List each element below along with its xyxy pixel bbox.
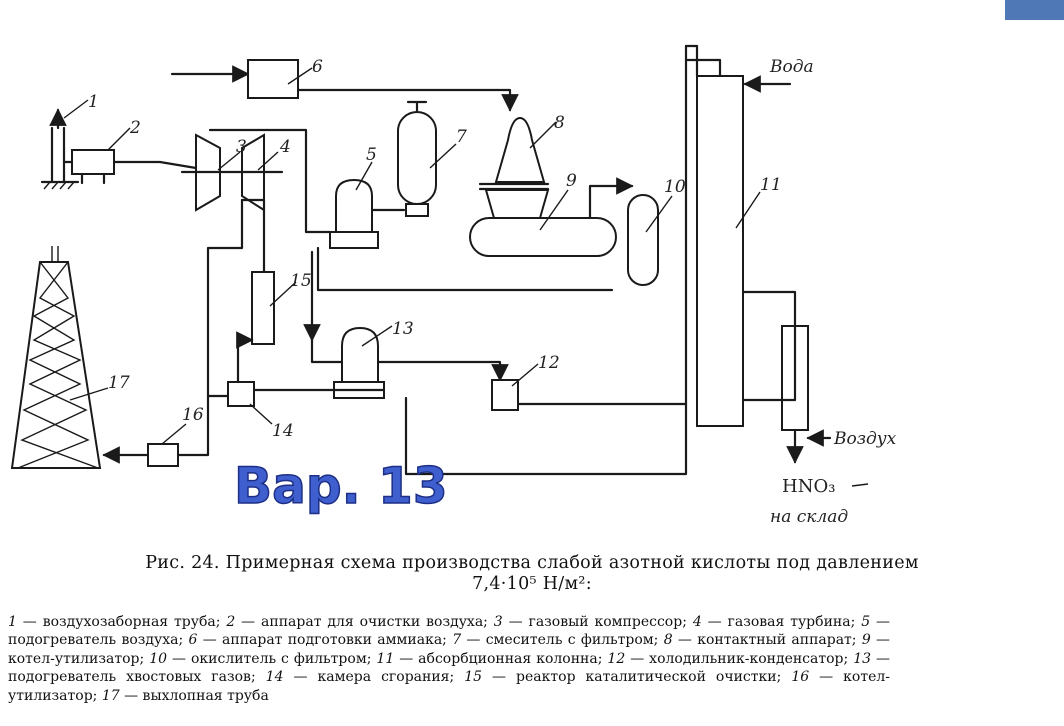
label-13: 13	[392, 319, 414, 339]
product-formula: HNO₃	[782, 476, 835, 497]
air-intake-pipe	[40, 99, 89, 190]
compressor-turbine	[158, 133, 284, 212]
label-8: 8	[554, 113, 565, 133]
label-15: 15	[290, 271, 312, 291]
legend-text-item: — холодильник-конденсатор;	[625, 650, 854, 667]
legend-text-item: — контактный аппарат;	[672, 632, 862, 649]
legend-number: 5	[861, 614, 871, 630]
legend-number: 9	[861, 632, 871, 649]
legend-number: 6	[188, 632, 198, 649]
ammonia-preparation	[170, 59, 519, 112]
label-6: 6	[312, 57, 323, 77]
combustion-chamber	[206, 198, 386, 425]
legend-text-item: — окислитель с фильтром;	[167, 650, 377, 667]
label-16: 16	[182, 405, 204, 425]
legend-number: 8	[663, 632, 673, 649]
exhaust-stack	[10, 246, 109, 469]
legend-number: 10	[149, 650, 168, 667]
variant-badge: Вар. 13	[234, 457, 448, 515]
legend-text-item: — котел-утилизатор;	[8, 669, 890, 704]
process-diagram: 1 2 3 4 5 6 7 8 9 10 11 12 13 14 15 16 1…	[10, 44, 897, 527]
label-7: 7	[456, 127, 467, 147]
legend-text-item: — абсорбционная колонна;	[394, 650, 608, 667]
air-cleaner	[62, 127, 162, 185]
legend-text-item: — камера сгорания;	[283, 669, 465, 686]
caption-line-1: Рис. 24. Примерная схема производства сл…	[145, 553, 919, 573]
figure-caption: Рис. 24. Примерная схема производства сл…	[0, 553, 1064, 595]
legend-text-item: — подогреватель воздуха;	[8, 614, 890, 649]
product-destination: на склад	[770, 507, 848, 527]
waste-heat-boiler-9	[469, 177, 634, 257]
label-5: 5	[366, 145, 377, 165]
legend-number: 3	[493, 614, 503, 630]
label-4: 4	[279, 137, 291, 157]
legend-number: 15	[464, 669, 483, 686]
label-3: 3	[236, 137, 247, 157]
contact-apparatus	[478, 116, 557, 219]
legend-number: 14	[265, 669, 284, 686]
corner-tab	[1005, 0, 1064, 20]
legend-number: 1	[8, 614, 17, 630]
flow-label-air: Воздух	[833, 429, 897, 449]
legend-text-item: — подогреватель хвостовых газов;	[8, 650, 891, 686]
cooler-condenser	[491, 363, 688, 411]
legend-number: 7	[452, 632, 462, 649]
oxidizer-filter	[316, 194, 673, 292]
label-9: 9	[566, 171, 577, 191]
flow-label-water: Вода	[769, 57, 814, 77]
legend-text-item: — реактор каталитической очистки;	[482, 669, 792, 686]
legend-number: 2	[226, 614, 236, 630]
legend-number: 13	[853, 650, 872, 667]
absorption-column	[684, 44, 792, 427]
catalytic-reactor	[240, 198, 297, 345]
acid-vessel	[741, 290, 832, 464]
label-12: 12	[538, 353, 560, 373]
legend-text-item: — котел-утилизатор;	[8, 632, 891, 667]
legend-text-item: — выхлопная труба	[119, 687, 269, 704]
legend-text-item: — аппарат для очистки воздуха;	[235, 614, 494, 630]
label-2: 2	[129, 118, 141, 138]
legend-number: 12	[607, 650, 626, 667]
label-10: 10	[664, 177, 686, 197]
legend-number: 17	[101, 687, 120, 704]
legend-text-item: — газовая турбина;	[701, 614, 862, 630]
air-heater	[208, 128, 406, 249]
legend-number: 16	[791, 669, 810, 686]
mixer-filter	[397, 100, 457, 217]
label-17: 17	[108, 373, 130, 393]
caption-line-2: 7,4·10⁵ Н/м²:	[472, 574, 592, 594]
legend-text: 1 — воздухозаборная труба; 2 — аппарат д…	[8, 613, 890, 705]
legend-number: 4	[692, 614, 702, 630]
legend-text-item: — аппарат подготовки аммиака;	[197, 632, 453, 649]
legend-number: 11	[376, 650, 395, 667]
label-11: 11	[760, 175, 782, 195]
legend-text-item: — воздухозаборная труба;	[16, 614, 227, 630]
legend-text-item: — смеситель с фильтром;	[461, 632, 664, 649]
waste-heat-boiler-16	[102, 394, 688, 476]
label-14: 14	[272, 421, 294, 441]
legend-text-item: — газовый компрессор;	[502, 614, 693, 630]
label-1: 1	[88, 92, 99, 112]
